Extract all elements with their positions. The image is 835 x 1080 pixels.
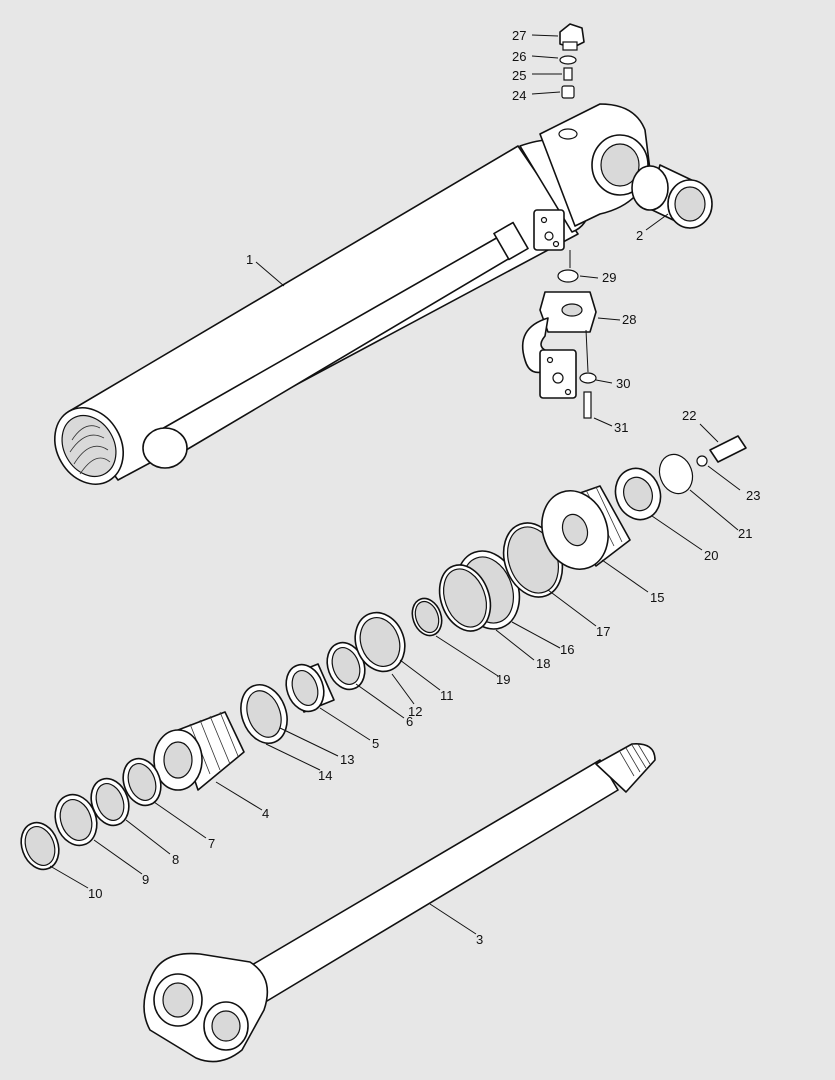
part-2-bushing: [631, 164, 713, 229]
part-21-snap-ring: [658, 453, 694, 495]
callout-25: 25: [512, 68, 526, 83]
callout-1: 1: [246, 252, 253, 267]
callout-4: 4: [262, 806, 269, 821]
callout-7: 7: [208, 836, 215, 851]
part-6-seal: [326, 641, 366, 691]
callout-5: 5: [372, 736, 379, 751]
callout-19: 19: [496, 672, 510, 687]
part-5-bushing: [285, 663, 335, 713]
part-24-27-plug-stack: [559, 23, 585, 99]
callout-30: 30: [616, 376, 630, 391]
callout-11: 11: [440, 688, 454, 703]
callout-17: 17: [596, 624, 610, 639]
leader-lines: [49, 34, 741, 935]
part-28-manifold: [521, 250, 597, 419]
callout-22: 22: [682, 408, 696, 423]
callout-28: 28: [622, 312, 636, 327]
part-19-oring: [411, 597, 443, 637]
callout-27: 27: [512, 28, 526, 43]
callout-23: 23: [746, 488, 760, 503]
callout-24: 24: [512, 88, 526, 103]
callout-16: 16: [560, 642, 574, 657]
callout-13: 13: [340, 752, 354, 767]
callout-15: 15: [650, 590, 664, 605]
part-11-12-seals: [354, 611, 406, 673]
callout-26: 26: [512, 49, 526, 64]
callout-labels: 1 2 3 4 5 6 7 8 9 10 11 12 13 14 15 16 1…: [88, 28, 760, 947]
part-16-18-seals: [438, 550, 521, 632]
part-13-14-rings: [240, 684, 288, 744]
part-15-piston: [541, 485, 631, 570]
part-20-nut: [614, 467, 662, 521]
part-3-piston-rod: [143, 743, 656, 1063]
part-22-23-pin: [696, 435, 747, 467]
callout-20: 20: [704, 548, 718, 563]
callout-8: 8: [172, 852, 179, 867]
callout-2: 2: [636, 228, 643, 243]
callout-31: 31: [614, 420, 628, 435]
callout-3: 3: [476, 932, 483, 947]
part-1-cylinder-tube: [54, 103, 651, 485]
callout-18: 18: [536, 656, 550, 671]
callout-9: 9: [142, 872, 149, 887]
part-7-10-wiper-seals: [20, 757, 162, 871]
callout-12: 12: [408, 704, 422, 719]
callout-29: 29: [602, 270, 616, 285]
callout-21: 21: [738, 526, 752, 541]
callout-10: 10: [88, 886, 102, 901]
part-4-cylinder-head: [153, 711, 245, 791]
callout-6: 6: [406, 714, 413, 729]
callout-14: 14: [318, 768, 332, 783]
